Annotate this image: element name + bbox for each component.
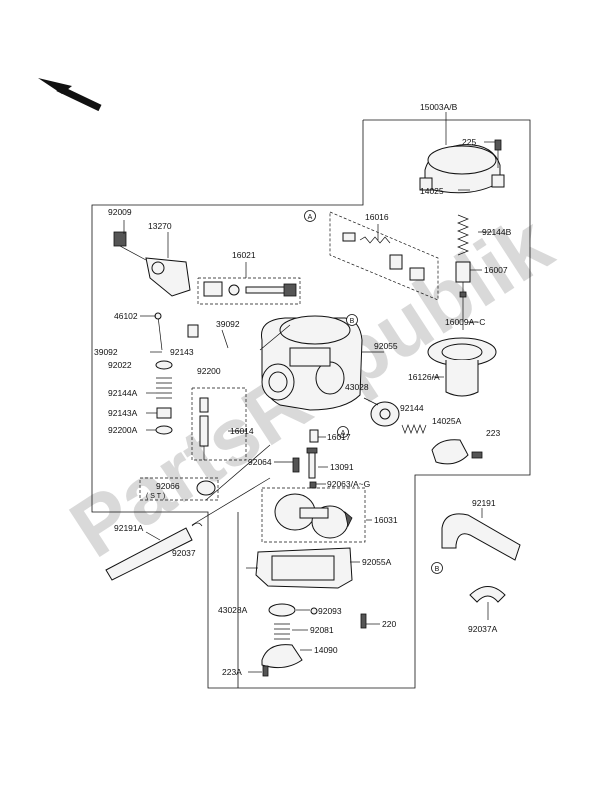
label-16017: 16017 <box>327 432 351 442</box>
marker-b-top: B <box>346 314 358 326</box>
pilot-box <box>329 211 439 301</box>
diaphragm-43028 <box>370 401 400 427</box>
label-43028a: 43028A <box>218 605 248 615</box>
svg-text:A: A <box>341 430 346 437</box>
spring-92144 <box>401 424 427 434</box>
label-92063: 92063/A~G <box>327 479 370 489</box>
label-223a: 223A <box>222 667 242 677</box>
spring-92144b <box>457 214 469 256</box>
label-92200: 92200 <box>197 366 221 376</box>
clip-92037 <box>191 522 203 527</box>
label-14090: 14090 <box>314 645 338 655</box>
label-223: 223 <box>486 428 500 438</box>
label-225: 225 <box>462 137 476 147</box>
label-39092-a: 39092 <box>216 319 240 329</box>
label-92064: 92064 <box>248 457 272 467</box>
jet-16017 <box>309 429 319 443</box>
box-16021 <box>197 277 301 305</box>
cap-92143 <box>187 324 199 338</box>
outer-frame <box>91 119 531 689</box>
svg-text:B: B <box>435 566 440 573</box>
pipe-92191a <box>105 527 193 581</box>
label-92093: 92093 <box>318 606 342 616</box>
label-16009: 16009A~C <box>445 317 485 327</box>
box-16014 <box>191 387 247 461</box>
marker-a-body: A <box>337 426 349 438</box>
label-14025a: 14025A <box>432 416 462 426</box>
needle-holder-16007 <box>455 261 471 330</box>
label-92037: 92037 <box>172 548 196 558</box>
carburetor-body <box>259 315 363 411</box>
label-46102: 46102 <box>114 311 138 321</box>
label-92191: 92191 <box>472 498 496 508</box>
label-220: 220 <box>382 619 396 629</box>
label-16016: 16016 <box>365 212 389 222</box>
float-chamber <box>246 547 353 589</box>
spring-92144a <box>156 377 172 399</box>
oring-92093 <box>310 607 318 615</box>
direction-arrow-icon <box>38 78 102 112</box>
marker-b-hose: B <box>431 562 443 574</box>
choke-bracket-13270 <box>113 231 191 297</box>
label-92144: 92144 <box>400 403 424 413</box>
washer-92022 <box>155 360 173 370</box>
label-16021: 16021 <box>232 250 256 260</box>
hose-92191 <box>441 513 521 561</box>
label-92144b: 92144B <box>482 227 512 237</box>
cover-14090 <box>261 644 303 669</box>
oring-92200a <box>155 425 173 435</box>
float-16031 <box>274 493 353 539</box>
clip-92037a <box>469 586 506 603</box>
diaphragm-16126 <box>427 337 497 397</box>
label-92055a: 92055A <box>362 557 392 567</box>
label-15003: 15003A/B <box>420 102 458 112</box>
jet-16021 <box>203 281 297 297</box>
box-16031 <box>261 487 366 543</box>
label-14025: 14025 <box>420 186 444 196</box>
label-13091: 13091 <box>330 462 354 472</box>
rod-46102 <box>154 312 163 351</box>
jet-92063 <box>309 481 317 489</box>
top-cover <box>419 139 505 194</box>
label-92022: 92022 <box>108 360 132 370</box>
label-92037a: 92037A <box>468 624 498 634</box>
label-92144a: 92144A <box>108 388 138 398</box>
label-13270: 13270 <box>148 221 172 231</box>
cover-14025a <box>431 439 483 465</box>
label-92143a: 92143A <box>108 408 138 418</box>
diaphragm-43028a <box>268 603 296 617</box>
label-16014: 16014 <box>230 426 254 436</box>
label-92055: 92055 <box>374 341 398 351</box>
jet-needle-16014 <box>199 397 209 460</box>
svg-text:A: A <box>308 214 313 221</box>
screw-92064 <box>292 457 300 473</box>
spring-92081 <box>274 623 290 640</box>
label-92143: 92143 <box>170 347 194 357</box>
box-92066 <box>139 477 219 501</box>
screw-223a <box>262 665 269 677</box>
ring-92143a <box>156 407 172 419</box>
label-43028: 43028 <box>345 382 369 392</box>
tube-13091 <box>306 447 318 479</box>
marker-a: A <box>304 210 316 222</box>
svg-text:B: B <box>350 318 355 325</box>
label-39092-b: 39092 <box>94 347 118 357</box>
cap-92066 <box>196 480 216 496</box>
label-16126: 16126/A <box>408 372 440 382</box>
label-92066-note: ( S T ) <box>146 493 165 500</box>
label-92191a: 92191A <box>114 523 144 533</box>
pilot-parts <box>342 232 425 281</box>
label-92009: 92009 <box>108 207 132 217</box>
label-92066: 92066 <box>156 481 180 491</box>
label-92200a: 92200A <box>108 425 138 435</box>
label-16007: 16007 <box>484 265 508 275</box>
label-92081: 92081 <box>310 625 334 635</box>
screw-220 <box>360 613 367 629</box>
leader-lines <box>123 112 495 673</box>
label-16031: 16031 <box>374 515 398 525</box>
